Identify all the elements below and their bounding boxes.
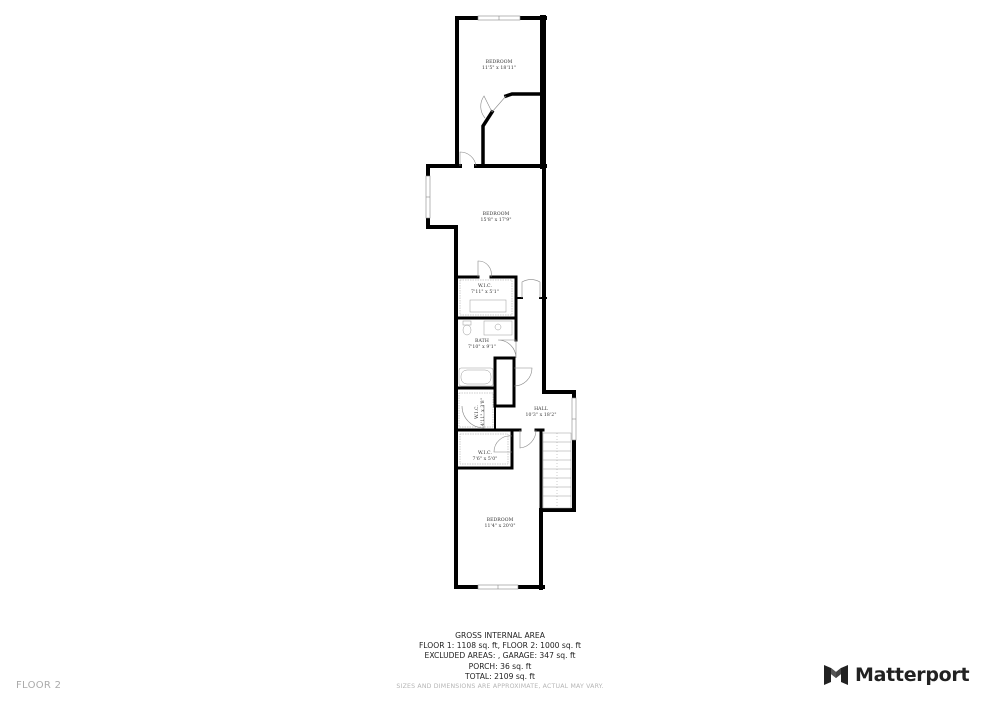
room-wic-1-name: W.I.C. — [478, 283, 493, 289]
room-closet-dims: 4'11" x 3'8" — [480, 398, 486, 426]
room-bedroom-3-dims: 11'4" x 20'0" — [484, 523, 515, 529]
doors — [459, 95, 541, 453]
summary-porch: PORCH: 36 sq. ft — [468, 661, 532, 671]
fixtures — [458, 279, 572, 509]
summary-floor-areas: FLOOR 1: 1108 sq. ft, FLOOR 2: 1000 sq. … — [418, 641, 582, 651]
matterport-logo-icon — [824, 665, 848, 685]
room-bedroom-1-dims: 11'5" x 18'11" — [482, 65, 516, 71]
matterport-brand: Matterport — [823, 662, 970, 688]
room-bath-name: BATH — [475, 338, 489, 344]
walls — [426, 15, 576, 590]
brand-name: Matterport — [855, 664, 970, 686]
room-wic-1-dims: 7'11" x 5'1" — [471, 289, 499, 295]
room-closet-name: W.I.C. — [474, 405, 480, 420]
room-bedroom-2-name: BEDROOM — [483, 211, 510, 217]
floor-label: FLOOR 2 — [16, 680, 62, 691]
room-bedroom-1-name: BEDROOM — [486, 59, 513, 65]
area-summary: GROSS INTERNAL AREA FLOOR 1: 1108 sq. ft… — [300, 631, 700, 692]
room-wic-2-name: W.I.C. — [478, 450, 493, 456]
summary-disclaimer: SIZES AND DIMENSIONS ARE APPROXIMATE, AC… — [396, 683, 604, 691]
summary-excluded-areas: EXCLUDED AREAS: , GARAGE: 347 sq. ft — [424, 651, 576, 661]
room-hall-dims: 10'3" x 18'2" — [525, 412, 556, 418]
room-bedroom-2-dims: 15'8" x 17'9" — [480, 217, 511, 223]
windows — [425, 15, 577, 590]
room-bedroom-3-name: BEDROOM — [487, 517, 514, 523]
room-wic-2-dims: 7'6" x 5'0" — [472, 456, 497, 462]
summary-title: GROSS INTERNAL AREA — [455, 631, 545, 640]
summary-total: TOTAL: 2109 sq. ft — [465, 671, 535, 681]
room-labels: BEDROOM 11'5" x 18'11" BEDROOM 15'8" x 1… — [468, 59, 556, 529]
room-hall-name: HALL — [534, 406, 548, 412]
room-bath-dims: 7'10" x 9'1" — [468, 344, 496, 350]
